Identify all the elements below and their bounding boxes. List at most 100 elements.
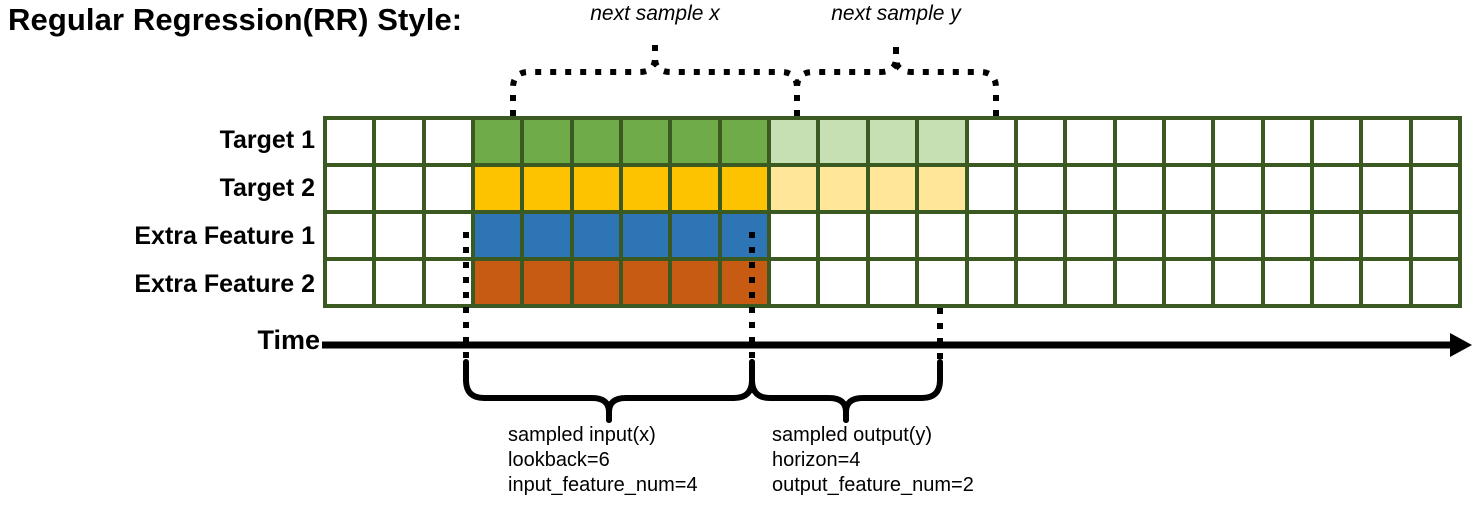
grid-cell-extra-feature-1-t20 xyxy=(1313,214,1360,257)
time-axis-arrow xyxy=(322,333,1472,357)
row-label-extra-feature-1: Extra Feature 1 xyxy=(134,222,315,250)
grid-cell-target-1-t12 xyxy=(919,120,965,163)
grid-cell-target-2-t6 xyxy=(623,167,669,210)
grid-cell-target-1-t11 xyxy=(869,120,916,163)
time-axis-label: Time xyxy=(257,325,320,355)
grid-cell-target-2-t20 xyxy=(1313,167,1360,210)
grid-cell-target-2-t12 xyxy=(919,167,965,210)
grid-cell-target-2-t22 xyxy=(1412,167,1458,210)
grid-cell-extra-feature-1-t0 xyxy=(327,214,373,257)
sampled-output-annotation: sampled output(y) horizon=4 output_featu… xyxy=(772,423,974,498)
grid-cell-target-1-t8 xyxy=(721,120,768,163)
next-sample-x-brace xyxy=(510,44,800,116)
grid-cell-target-1-t1 xyxy=(376,120,422,163)
grid-cell-target-2-t7 xyxy=(672,167,718,210)
grid-cell-target-2-t9 xyxy=(771,167,817,210)
grid-cell-extra-feature-2-t6 xyxy=(623,261,669,304)
row-label-extra-feature-2: Extra Feature 2 xyxy=(134,270,315,298)
sampled-output-line-3: output_feature_num=2 xyxy=(772,474,974,496)
grid-cell-extra-feature-2-t13 xyxy=(968,261,1014,304)
grid-cell-extra-feature-1-t22 xyxy=(1412,214,1458,257)
sampled-input-brace xyxy=(463,359,755,423)
next-sample-y-brace xyxy=(794,44,999,116)
sampled-input-line-2: lookback=6 xyxy=(508,449,610,471)
grid-cell-extra-feature-1-t1 xyxy=(376,214,422,257)
next-sample-x-label: next sample x xyxy=(590,2,720,25)
grid-cell-extra-feature-1-t9 xyxy=(771,214,817,257)
grid-cell-extra-feature-2-t5 xyxy=(573,261,620,304)
grid-cell-target-1-t2 xyxy=(425,120,472,163)
grid-cell-extra-feature-1-t11 xyxy=(869,214,916,257)
grid-cell-extra-feature-1-t4 xyxy=(524,214,570,257)
grid-cell-extra-feature-1-t5 xyxy=(573,214,620,257)
row-label-column: Target 1 Target 2 Extra Feature 1 Extra … xyxy=(55,116,315,308)
grid-cell-target-2-t2 xyxy=(425,167,472,210)
grid-cell-extra-feature-1-t7 xyxy=(672,214,718,257)
grid-cell-extra-feature-1-t3 xyxy=(475,214,521,257)
grid-cell-extra-feature-2-t4 xyxy=(524,261,570,304)
grid-cell-extra-feature-1-t17 xyxy=(1165,214,1212,257)
grid-cell-extra-feature-2-t9 xyxy=(771,261,817,304)
grid-cell-target-1-t20 xyxy=(1313,120,1360,163)
grid-cell-extra-feature-1-t6 xyxy=(623,214,669,257)
grid-cell-extra-feature-2-t20 xyxy=(1313,261,1360,304)
grid-cell-extra-feature-1-t16 xyxy=(1116,214,1162,257)
row-label-target-2: Target 2 xyxy=(219,174,315,202)
grid-cell-target-2-t5 xyxy=(573,167,620,210)
grid-cell-target-2-t13 xyxy=(968,167,1014,210)
grid-cell-target-1-t3 xyxy=(475,120,521,163)
grid-cell-target-2-t4 xyxy=(524,167,570,210)
sampled-input-line-3: input_feature_num=4 xyxy=(508,474,698,496)
sampled-output-line-2: horizon=4 xyxy=(772,449,861,471)
grid-cell-target-2-t0 xyxy=(327,167,373,210)
grid-cell-target-2-t1 xyxy=(376,167,422,210)
grid-cell-extra-feature-2-t11 xyxy=(869,261,916,304)
grid-cell-target-1-t10 xyxy=(820,120,866,163)
grid-cell-target-1-t6 xyxy=(623,120,669,163)
grid-cell-extra-feature-1-t19 xyxy=(1264,214,1310,257)
grid-cell-extra-feature-1-t12 xyxy=(919,214,965,257)
grid-cell-extra-feature-2-t10 xyxy=(820,261,866,304)
grid-cell-target-2-t16 xyxy=(1116,167,1162,210)
grid-cell-target-2-t14 xyxy=(1017,167,1064,210)
grid-cell-target-2-t17 xyxy=(1165,167,1212,210)
grid-cell-target-2-t3 xyxy=(475,167,521,210)
grid-cell-target-1-t19 xyxy=(1264,120,1310,163)
grid-cell-target-1-t9 xyxy=(771,120,817,163)
grid-cell-target-1-t16 xyxy=(1116,120,1162,163)
grid-cell-extra-feature-2-t3 xyxy=(475,261,521,304)
sampled-input-line-1: sampled input(x) xyxy=(508,424,656,446)
grid-cell-extra-feature-2-t12 xyxy=(919,261,965,304)
grid-cell-target-1-t0 xyxy=(327,120,373,163)
grid-cell-target-2-t8 xyxy=(721,167,768,210)
grid-cell-extra-feature-2-t19 xyxy=(1264,261,1310,304)
grid-cell-target-1-t5 xyxy=(573,120,620,163)
grid-cell-extra-feature-2-t0 xyxy=(327,261,373,304)
grid-cell-target-1-t15 xyxy=(1067,120,1113,163)
grid-cell-target-2-t15 xyxy=(1067,167,1113,210)
sampled-input-annotation: sampled input(x) lookback=6 input_featur… xyxy=(508,423,698,498)
grid-cell-target-1-t13 xyxy=(968,120,1014,163)
grid-cell-extra-feature-1-t18 xyxy=(1215,214,1261,257)
grid-cell-target-1-t21 xyxy=(1363,120,1409,163)
grid-cell-extra-feature-2-t7 xyxy=(672,261,718,304)
grid-cell-extra-feature-2-t21 xyxy=(1363,261,1409,304)
grid-cell-extra-feature-2-t16 xyxy=(1116,261,1162,304)
grid-cell-extra-feature-2-t15 xyxy=(1067,261,1113,304)
page-title: Regular Regression(RR) Style: xyxy=(8,2,463,37)
grid-cell-extra-feature-2-t1 xyxy=(376,261,422,304)
next-sample-y-label: next sample y xyxy=(831,2,961,25)
grid-cell-target-1-t18 xyxy=(1215,120,1261,163)
grid-cell-target-1-t4 xyxy=(524,120,570,163)
timeseries-grid xyxy=(323,116,1462,308)
sampled-output-line-1: sampled output(y) xyxy=(772,424,933,446)
grid-cell-extra-feature-1-t14 xyxy=(1017,214,1064,257)
grid-cell-extra-feature-2-t18 xyxy=(1215,261,1261,304)
sampled-output-brace xyxy=(749,359,943,423)
grid-cell-target-2-t10 xyxy=(820,167,866,210)
grid-cell-extra-feature-2-t2 xyxy=(425,261,472,304)
grid-cell-target-1-t7 xyxy=(672,120,718,163)
row-label-target-1: Target 1 xyxy=(219,126,315,154)
grid-cell-extra-feature-2-t22 xyxy=(1412,261,1458,304)
